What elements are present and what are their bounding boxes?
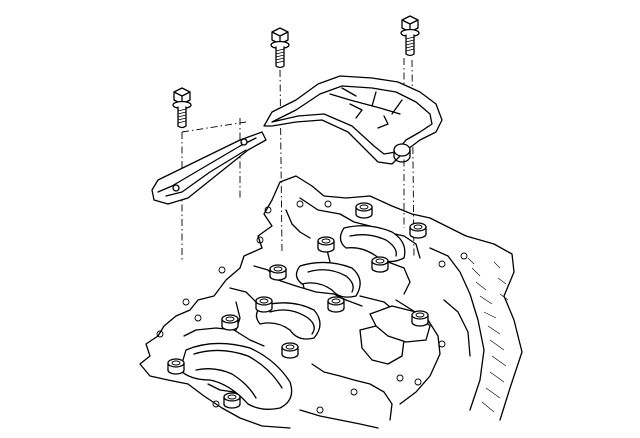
engine-block-icon [139, 175, 523, 429]
bracket-plate-icon [151, 131, 267, 205]
cover-plate-icon [263, 75, 443, 165]
bolt-center-icon [270, 27, 290, 69]
flange-hatching [467, 257, 509, 413]
bolt-right-icon [400, 15, 420, 57]
bolt-left-icon [172, 87, 192, 129]
